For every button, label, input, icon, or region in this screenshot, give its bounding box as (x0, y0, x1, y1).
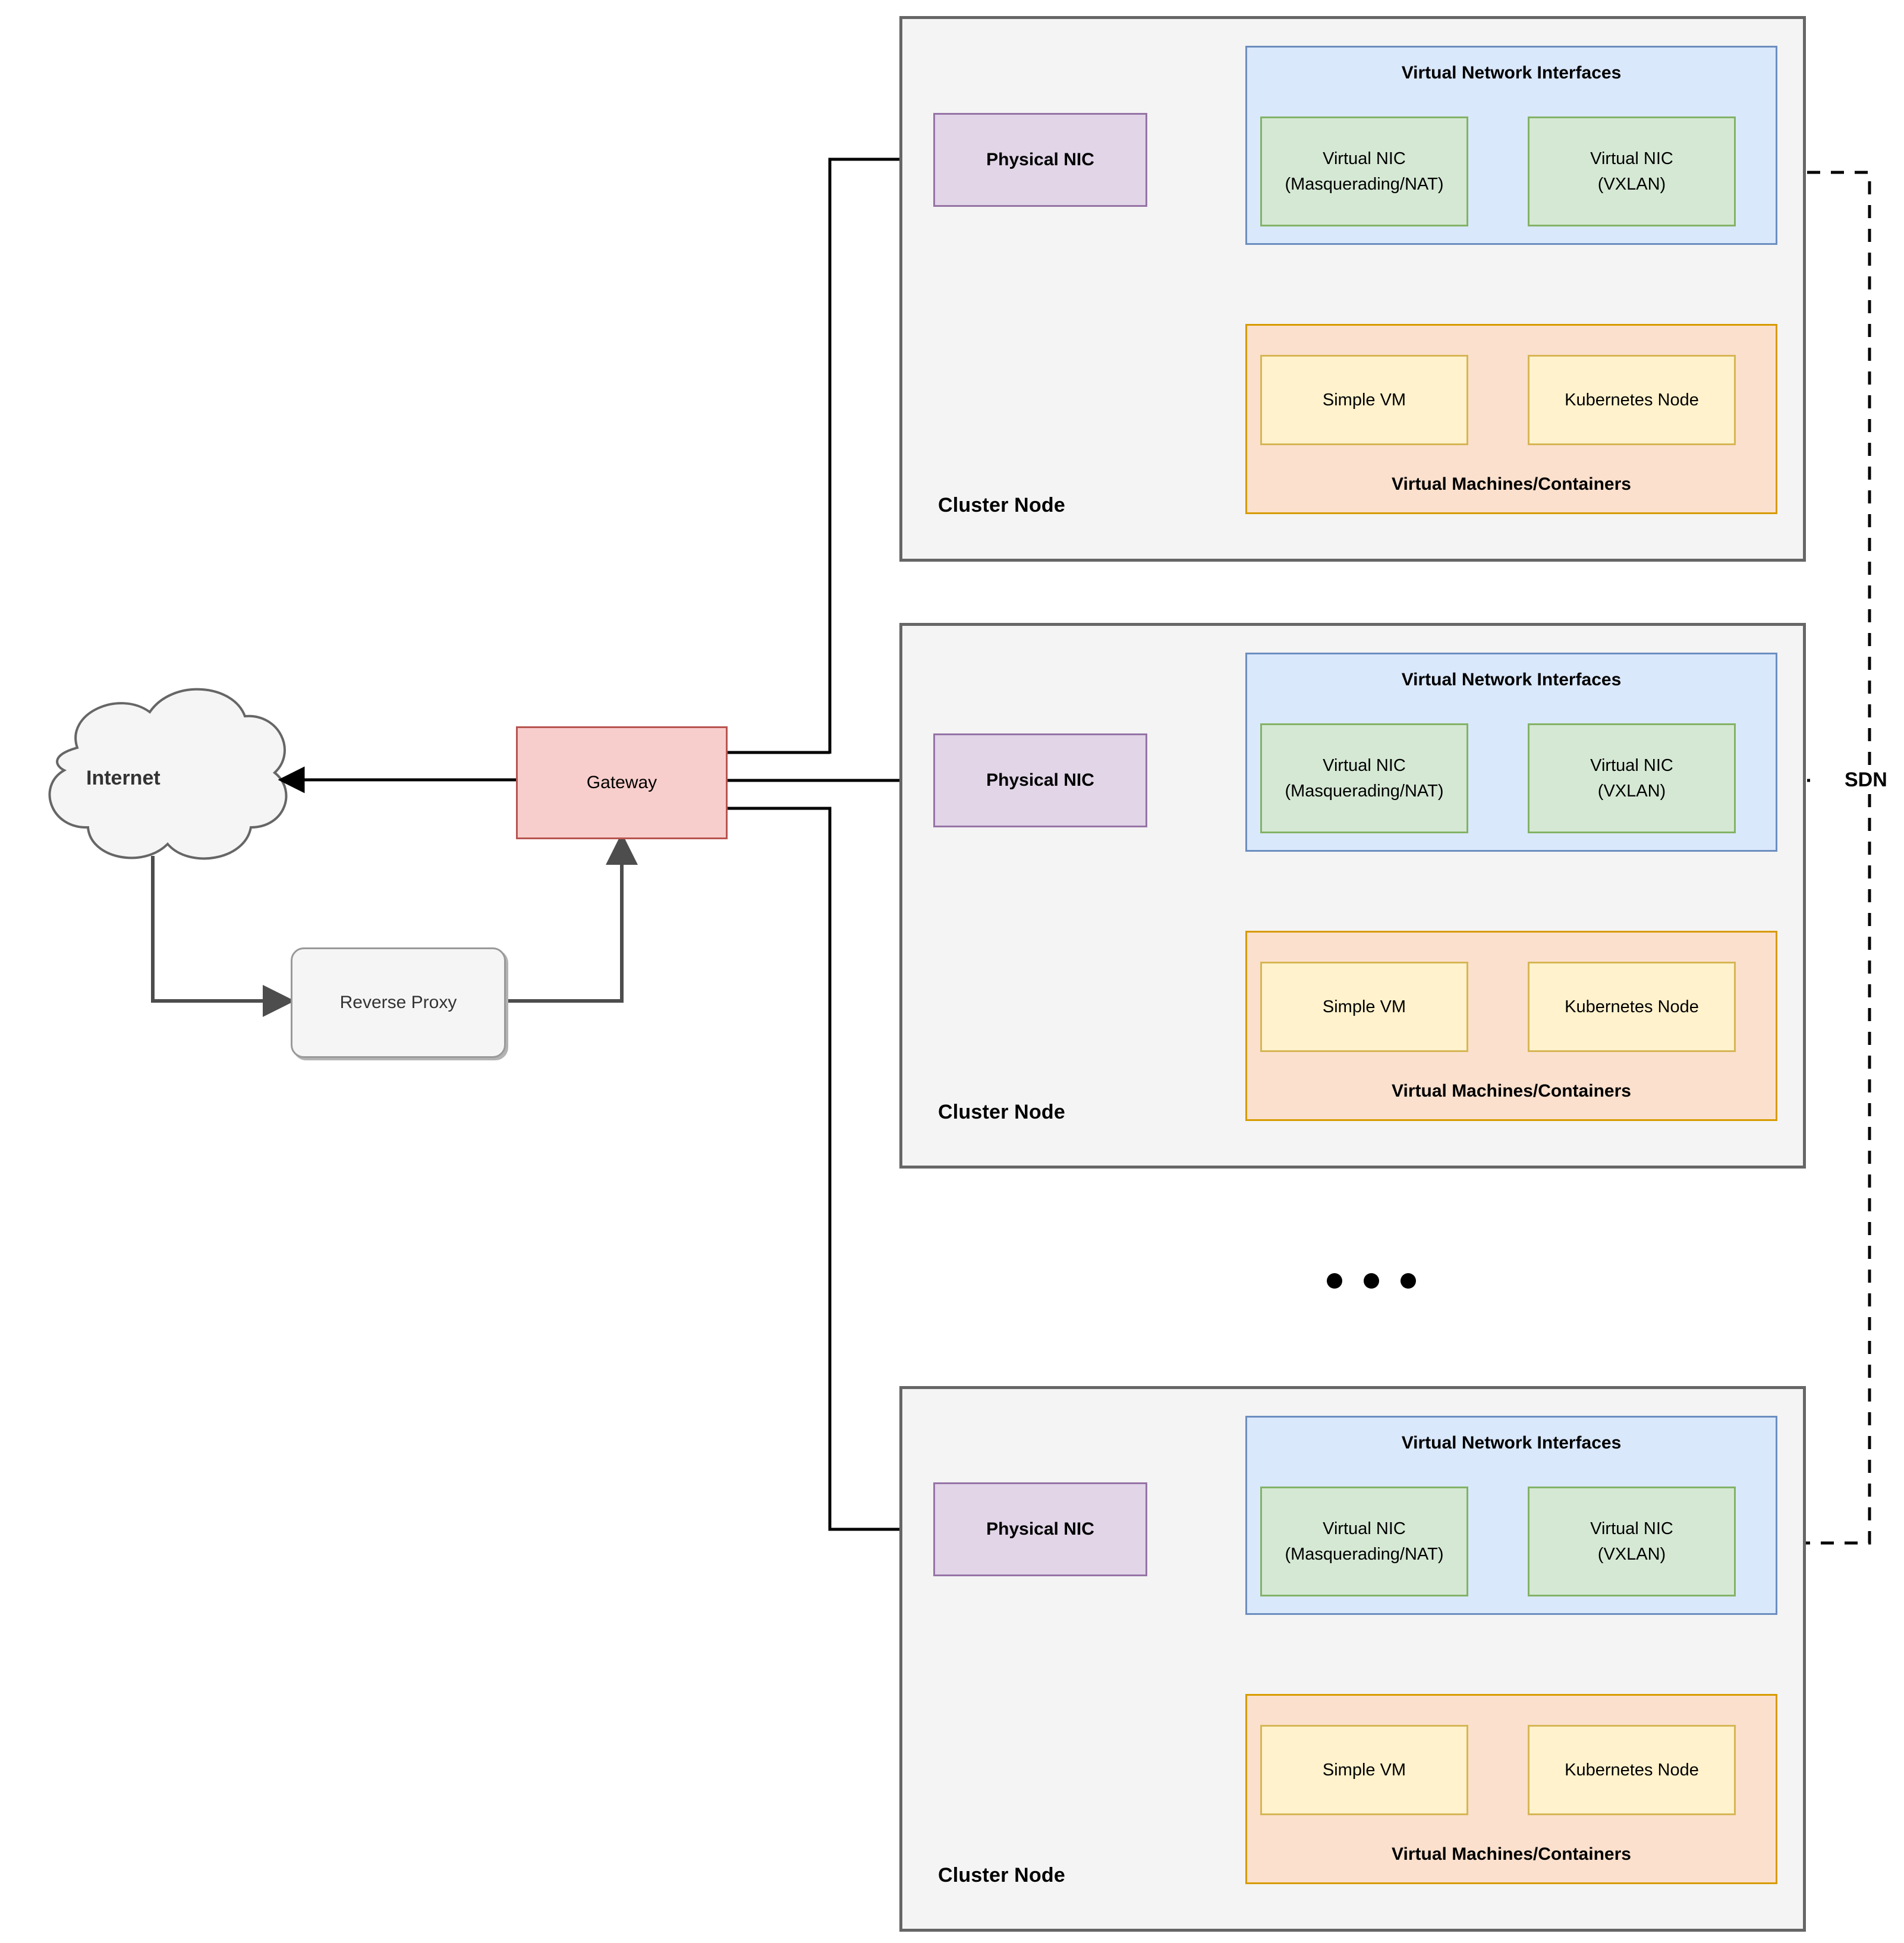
cluster-node-1-physical-nic[interactable]: Physical NIC (933, 113, 1147, 207)
cluster-node-1-simple-vm[interactable]: Simple VM (1260, 355, 1468, 445)
kubernetes-node-label: Kubernetes Node (1565, 997, 1699, 1016)
vnic-vxlan-line2: (VXLAN) (1597, 781, 1666, 801)
vnic-vxlan-line1: Virtual NIC (1590, 756, 1673, 776)
vm-container-title: Virtual Machines/Containers (1392, 1081, 1631, 1101)
cluster-node-2-physical-nic[interactable]: Physical NIC (933, 733, 1147, 827)
reverse-proxy-label: Reverse Proxy (339, 993, 457, 1012)
cluster-node-1-vnic-nat[interactable]: Virtual NIC (Masquerading/NAT) (1260, 116, 1468, 226)
cluster-node-3-simple-vm[interactable]: Simple VM (1260, 1725, 1468, 1815)
cluster-node-2-label: Cluster Node (938, 1101, 1065, 1123)
ellipsis-more-nodes (1327, 1273, 1416, 1289)
cluster-node-3-kubernetes-node[interactable]: Kubernetes Node (1528, 1725, 1736, 1815)
vnic-nat-line1: Virtual NIC (1323, 756, 1406, 776)
simple-vm-label: Simple VM (1322, 997, 1406, 1016)
vnic-nat-line2: (Masquerading/NAT) (1285, 1544, 1444, 1564)
internet-label: Internet (86, 767, 160, 789)
cluster-node-1-vnic-vxlan[interactable]: Virtual NIC (VXLAN) (1528, 116, 1736, 226)
vm-container-title: Virtual Machines/Containers (1392, 1844, 1631, 1864)
cluster-node-3-physical-nic[interactable]: Physical NIC (933, 1482, 1147, 1576)
vnic-nat-line2: (Masquerading/NAT) (1285, 174, 1444, 194)
ellipsis-dot-3 (1401, 1273, 1416, 1289)
cluster-node-3-vnic-vxlan[interactable]: Virtual NIC (VXLAN) (1528, 1487, 1736, 1596)
ellipsis-dot-1 (1327, 1273, 1342, 1289)
cluster-node-2-vnic-vxlan[interactable]: Virtual NIC (VXLAN) (1528, 723, 1736, 833)
vm-container-title: Virtual Machines/Containers (1392, 474, 1631, 494)
kubernetes-node-label: Kubernetes Node (1565, 390, 1699, 410)
cluster-node-2-simple-vm[interactable]: Simple VM (1260, 962, 1468, 1052)
vnic-vxlan-line1: Virtual NIC (1590, 149, 1673, 169)
cluster-node-3-vnic-nat[interactable]: Virtual NIC (Masquerading/NAT) (1260, 1487, 1468, 1596)
simple-vm-label: Simple VM (1322, 390, 1406, 410)
vnic-vxlan-line2: (VXLAN) (1597, 1544, 1666, 1564)
physical-nic-label: Physical NIC (986, 150, 1094, 169)
cluster-node-2-vnic-nat[interactable]: Virtual NIC (Masquerading/NAT) (1260, 723, 1468, 833)
vnic-vxlan-line2: (VXLAN) (1597, 174, 1666, 194)
gateway-box[interactable]: Gateway (516, 726, 728, 839)
reverse-proxy-box[interactable]: Reverse Proxy (291, 947, 506, 1058)
vnic-nat-line2: (Masquerading/NAT) (1285, 781, 1444, 801)
cluster-node-1-kubernetes-node[interactable]: Kubernetes Node (1528, 355, 1736, 445)
simple-vm-label: Simple VM (1322, 1760, 1406, 1780)
kubernetes-node-label: Kubernetes Node (1565, 1760, 1699, 1780)
physical-nic-label: Physical NIC (986, 770, 1094, 790)
cluster-node-1-label: Cluster Node (938, 494, 1065, 517)
ellipsis-dot-2 (1364, 1273, 1379, 1289)
vnic-nat-line1: Virtual NIC (1323, 1519, 1406, 1539)
gateway-label: Gateway (586, 773, 657, 792)
vni-title: Virtual Network Interfaces (1401, 1433, 1622, 1453)
vni-title: Virtual Network Interfaces (1401, 670, 1622, 689)
vnic-vxlan-line1: Virtual NIC (1590, 1519, 1673, 1539)
vnic-nat-line1: Virtual NIC (1323, 149, 1406, 169)
internet-cloud-shape (48, 688, 288, 860)
cluster-node-2-kubernetes-node[interactable]: Kubernetes Node (1528, 962, 1736, 1052)
cluster-node-3-label: Cluster Node (938, 1864, 1065, 1887)
physical-nic-label: Physical NIC (986, 1519, 1094, 1539)
sdn-label: SDN (1845, 769, 1887, 791)
vni-title: Virtual Network Interfaces (1401, 63, 1622, 83)
